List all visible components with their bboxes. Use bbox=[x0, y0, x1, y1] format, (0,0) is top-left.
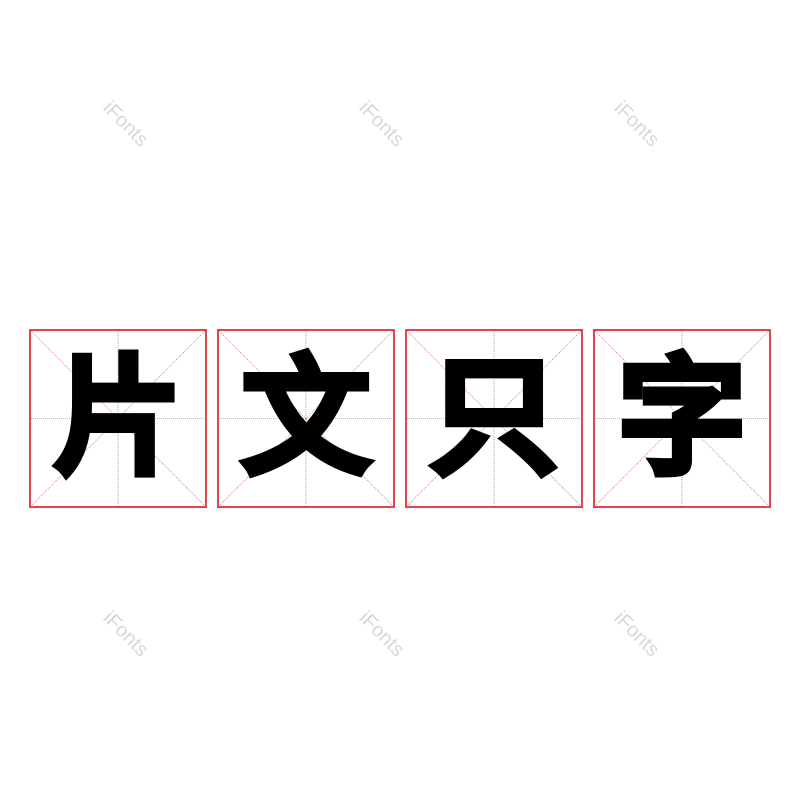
character-glyph: 文 bbox=[239, 343, 373, 493]
watermark: iFonts bbox=[98, 607, 153, 662]
character-cell-4: 字 bbox=[593, 329, 771, 508]
character-glyph: 片 bbox=[51, 343, 185, 493]
watermark: iFonts bbox=[609, 607, 664, 662]
character-cell-1: 片 bbox=[29, 329, 207, 508]
character-glyph: 字 bbox=[615, 343, 749, 493]
watermark: iFonts bbox=[354, 607, 409, 662]
character-cell-3: 只 bbox=[405, 329, 583, 508]
watermark: iFonts bbox=[354, 97, 409, 152]
character-cell-2: 文 bbox=[217, 329, 395, 508]
grid-lines bbox=[407, 331, 581, 506]
watermark: iFonts bbox=[98, 97, 153, 152]
character-glyph: 只 bbox=[427, 343, 561, 493]
grid-lines bbox=[219, 331, 393, 506]
grid-lines bbox=[31, 331, 205, 506]
grid-lines bbox=[595, 331, 769, 506]
watermark: iFonts bbox=[609, 97, 664, 152]
